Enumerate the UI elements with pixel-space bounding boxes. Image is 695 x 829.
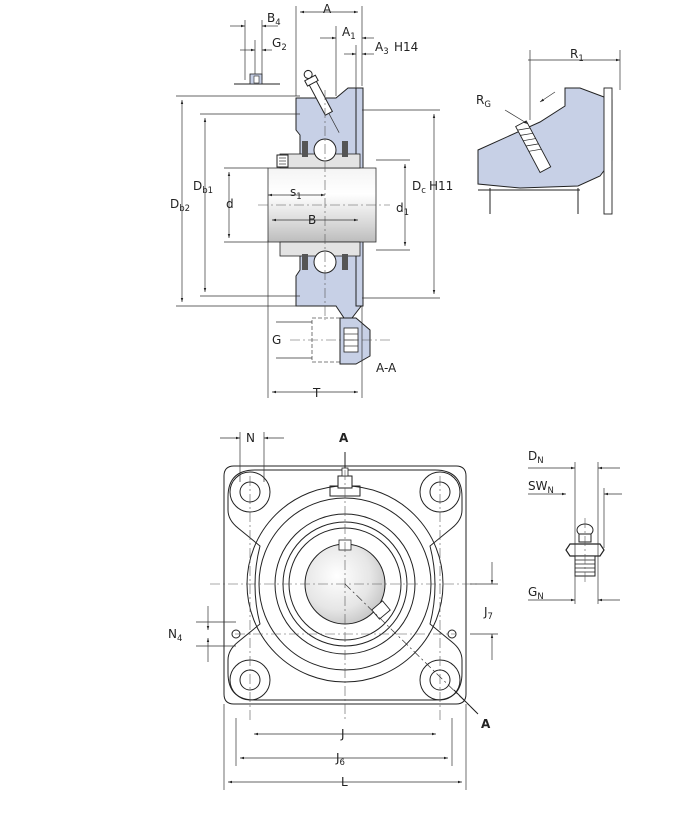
label-G2: G2 bbox=[272, 36, 287, 53]
label-J6: J6 bbox=[335, 751, 345, 768]
label-section-AA: A-A bbox=[376, 361, 397, 375]
section-view: B4 G2 A A1 A3 H14 Db2 Db1 d bbox=[170, 2, 453, 400]
label-s1: s1 bbox=[290, 185, 302, 202]
label-A1: A1 bbox=[342, 25, 356, 42]
label-section-A-top: A bbox=[339, 431, 349, 445]
label-GN: GN bbox=[528, 585, 544, 602]
radius-detail-housing bbox=[477, 87, 613, 189]
label-R1: R1 bbox=[570, 47, 584, 64]
seal-top-right bbox=[342, 141, 348, 157]
label-H14: H14 bbox=[394, 40, 418, 54]
seal-bottom-left bbox=[302, 254, 308, 270]
label-H11: H11 bbox=[429, 179, 453, 193]
label-G: G bbox=[272, 333, 281, 347]
label-N: N bbox=[246, 431, 255, 445]
label-d1: d1 bbox=[396, 201, 409, 218]
label-A-dim: A bbox=[323, 2, 332, 16]
seal-top-left bbox=[302, 141, 308, 157]
label-RG: RG bbox=[476, 93, 491, 110]
grease-nipple-detail bbox=[528, 462, 622, 604]
grease-nipple-angled bbox=[303, 69, 340, 133]
label-Db2: Db2 bbox=[170, 197, 190, 214]
label-J: J bbox=[340, 727, 345, 741]
flange-square-outline bbox=[223, 465, 467, 705]
front-view bbox=[196, 432, 498, 790]
label-A3: A3 bbox=[375, 40, 389, 57]
label-d: d bbox=[226, 197, 234, 211]
label-SWN: SWN bbox=[528, 479, 554, 496]
label-B4: B4 bbox=[267, 11, 281, 28]
label-N4: N4 bbox=[168, 627, 182, 644]
label-B: B bbox=[308, 213, 316, 227]
label-Db1: Db1 bbox=[193, 179, 213, 196]
label-DN: DN bbox=[528, 449, 544, 466]
radius-detail-view bbox=[477, 50, 621, 215]
label-T: T bbox=[312, 386, 321, 400]
label-L: L bbox=[341, 775, 348, 789]
nipple-detail-small bbox=[230, 20, 280, 85]
label-Dc: Dc bbox=[412, 179, 426, 196]
label-section-A-bottom: A bbox=[481, 717, 491, 731]
section-AA-detail bbox=[276, 317, 390, 365]
label-J7: J7 bbox=[483, 605, 493, 622]
housing-boss-outline bbox=[227, 469, 463, 701]
seal-bottom-right bbox=[342, 254, 348, 270]
